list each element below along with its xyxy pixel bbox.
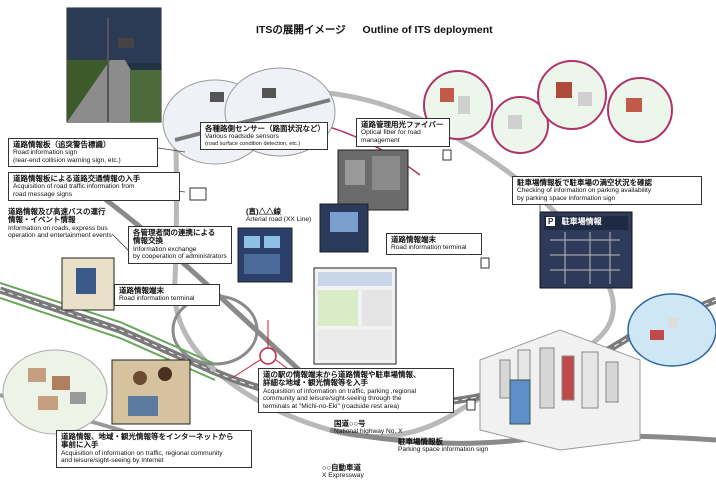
label-admin-exchange-en1: Information exchange	[133, 245, 197, 253]
label-road-sign-en2: (rear-end collision warning sign, etc.)	[13, 156, 121, 164]
label-internet: 道路情報、地域・観光情報等をインターネットから 事前に入手 Acquisitio…	[56, 430, 252, 468]
label-fiber-jp: 道路管理用光ファイバー	[361, 120, 444, 129]
label-michinoeki-en3: terminals at "Michi-no-Eki" (roadside re…	[263, 402, 400, 410]
label-bus-info-en2: operation and entertainment events	[8, 232, 112, 240]
label-terminal-upper: 道路情報端末 Road information terminal	[386, 233, 482, 255]
label-internet-jp1: 道路情報、地域・観光情報等をインターネットから	[61, 432, 234, 441]
label-expressway: ○○自動車道 X Expressway	[322, 463, 412, 480]
label-road-sign-jp: 道路情報板（追突警告標識）	[13, 140, 111, 149]
label-michinoeki: 道の駅の情報端末から道路情報や駐車場情報、 詳細な地域・観光情報等を入手 Acq…	[258, 368, 454, 413]
label-admin-exchange: 各管理者間の連携による 情報交換 Information exchange by…	[128, 226, 232, 264]
title-jp: ITSの展開イメージ	[256, 24, 346, 36]
internet-users-photo	[111, 359, 191, 425]
roadside-sign-markers	[189, 149, 490, 411]
label-internet-jp2: 事前に入手	[61, 440, 99, 450]
parking-board-header: P 駐車場情報	[546, 216, 626, 230]
building-photo-upper	[337, 149, 409, 211]
parking-board-title: 駐車場情報	[561, 217, 602, 226]
label-admin-exchange-jp2: 情報交換	[133, 236, 163, 246]
label-internet-en2: and leisure/sight-seeing by Internet	[61, 457, 164, 465]
label-fiber-en2: management	[361, 136, 400, 144]
label-parking-check-jp: 駐車場情報板で駐車場の満空状況を確認	[517, 178, 652, 187]
parking-map-board	[539, 211, 633, 289]
label-highway: 国道○○号 National highway No. X	[334, 419, 430, 436]
label-arterial-en: Arterial road (XX Line)	[246, 216, 312, 224]
label-admin-exchange-jp1: 各管理者間の連携による	[133, 228, 216, 237]
control-room-photo	[237, 227, 293, 283]
label-terminal-left-en: Road information terminal	[119, 295, 195, 303]
label-michinoeki-en2: community and leisure/sight-seeing throu…	[263, 395, 402, 403]
label-expressway-jp: ○○自動車道	[322, 463, 362, 472]
label-terminal-upper-jp: 道路情報端末	[391, 235, 436, 244]
city-blocks	[479, 329, 641, 451]
parking-board-letter: P	[546, 217, 556, 226]
residential-view	[2, 349, 108, 435]
label-highway-en: National highway No. X	[334, 428, 403, 436]
label-terminal-upper-en: Road information terminal	[391, 244, 467, 252]
label-admin-exchange-en2: by cooperation of administrators	[133, 253, 227, 261]
label-bus-info-jp2: 情報・イベント情報	[8, 215, 76, 225]
kiosk-photo-left	[61, 257, 115, 311]
label-traffic-info-en2: road message signs	[13, 190, 73, 198]
info-exchange-hub	[259, 347, 277, 365]
label-fiber: 道路管理用光ファイバー Optical fiber for road manag…	[356, 118, 450, 148]
label-traffic-info-jp: 道路情報板による道路交通情報の入手	[13, 174, 141, 183]
label-terminal-left: 道路情報端末 Road information terminal	[114, 284, 220, 306]
label-fiber-en1: Optical fiber for road	[361, 129, 421, 137]
harbour-view	[627, 293, 716, 367]
label-parking-check-en1: Checking of information on parking avail…	[517, 187, 652, 195]
label-terminal-left-jp: 道路情報端末	[119, 286, 164, 295]
label-road-sign: 道路情報板（追突警告標識） Road information sign (rea…	[8, 138, 158, 168]
label-sensors: 各種路側センサー（路面状況など） Various roadside sensor…	[200, 122, 328, 151]
title-en: Outline of ITS deployment	[362, 24, 493, 36]
terminal-screen	[313, 267, 397, 365]
label-sensors-en2: (road surface condition detection, etc.)	[205, 140, 301, 147]
label-michinoeki-jp2: 詳細な地域・観光情報等を入手	[263, 378, 368, 388]
label-traffic-info-en1: Acquisition of road traffic information …	[13, 183, 135, 191]
label-bus-info-jp1: 道路情報及び高速バスの運行	[8, 207, 106, 216]
label-bus-info-en1: Information on roads, express bus	[8, 224, 108, 232]
label-expressway-en: X Expressway	[322, 472, 364, 480]
roadside-photo	[66, 7, 162, 123]
label-parking-check: 駐車場情報板で駐車場の満空状況を確認 Checking of informati…	[512, 176, 702, 206]
label-parking-check-en2: by parking space information sign	[517, 194, 616, 202]
label-arterial-jp: (直)△△線	[246, 207, 281, 216]
label-highway-jp: 国道○○号	[334, 419, 366, 428]
label-michinoeki-jp1: 道の駅の情報端末から道路情報や駐車場情報、	[263, 370, 421, 379]
label-bus-info: 道路情報及び高速バスの運行 情報・イベント情報 Information on r…	[8, 207, 138, 240]
label-sensors-jp: 各種路側センサー（路面状況など）	[205, 124, 325, 133]
label-michinoeki-en1: Acquisition of information on traffic, p…	[263, 387, 417, 395]
label-parking-sign: 駐車場情報板 Parking space information sign	[398, 437, 508, 454]
label-traffic-info: 道路情報板による道路交通情報の入手 Acquisition of road tr…	[8, 172, 180, 202]
label-internet-en1: Acquisition of information on traffic, r…	[61, 449, 223, 457]
label-arterial: (直)△△線 Arterial road (XX Line)	[246, 207, 326, 224]
town-view-circles	[423, 60, 673, 154]
label-parking-sign-jp: 駐車場情報板	[398, 437, 443, 446]
terminal-photo-upper	[319, 203, 369, 253]
label-parking-sign-en: Parking space information sign	[398, 446, 489, 454]
diagram-title: ITSの展開イメージ Outline of ITS deployment	[256, 22, 516, 37]
label-sensors-en1: Various roadside sensors	[205, 133, 279, 141]
label-road-sign-en1: Road information sign	[13, 149, 78, 157]
